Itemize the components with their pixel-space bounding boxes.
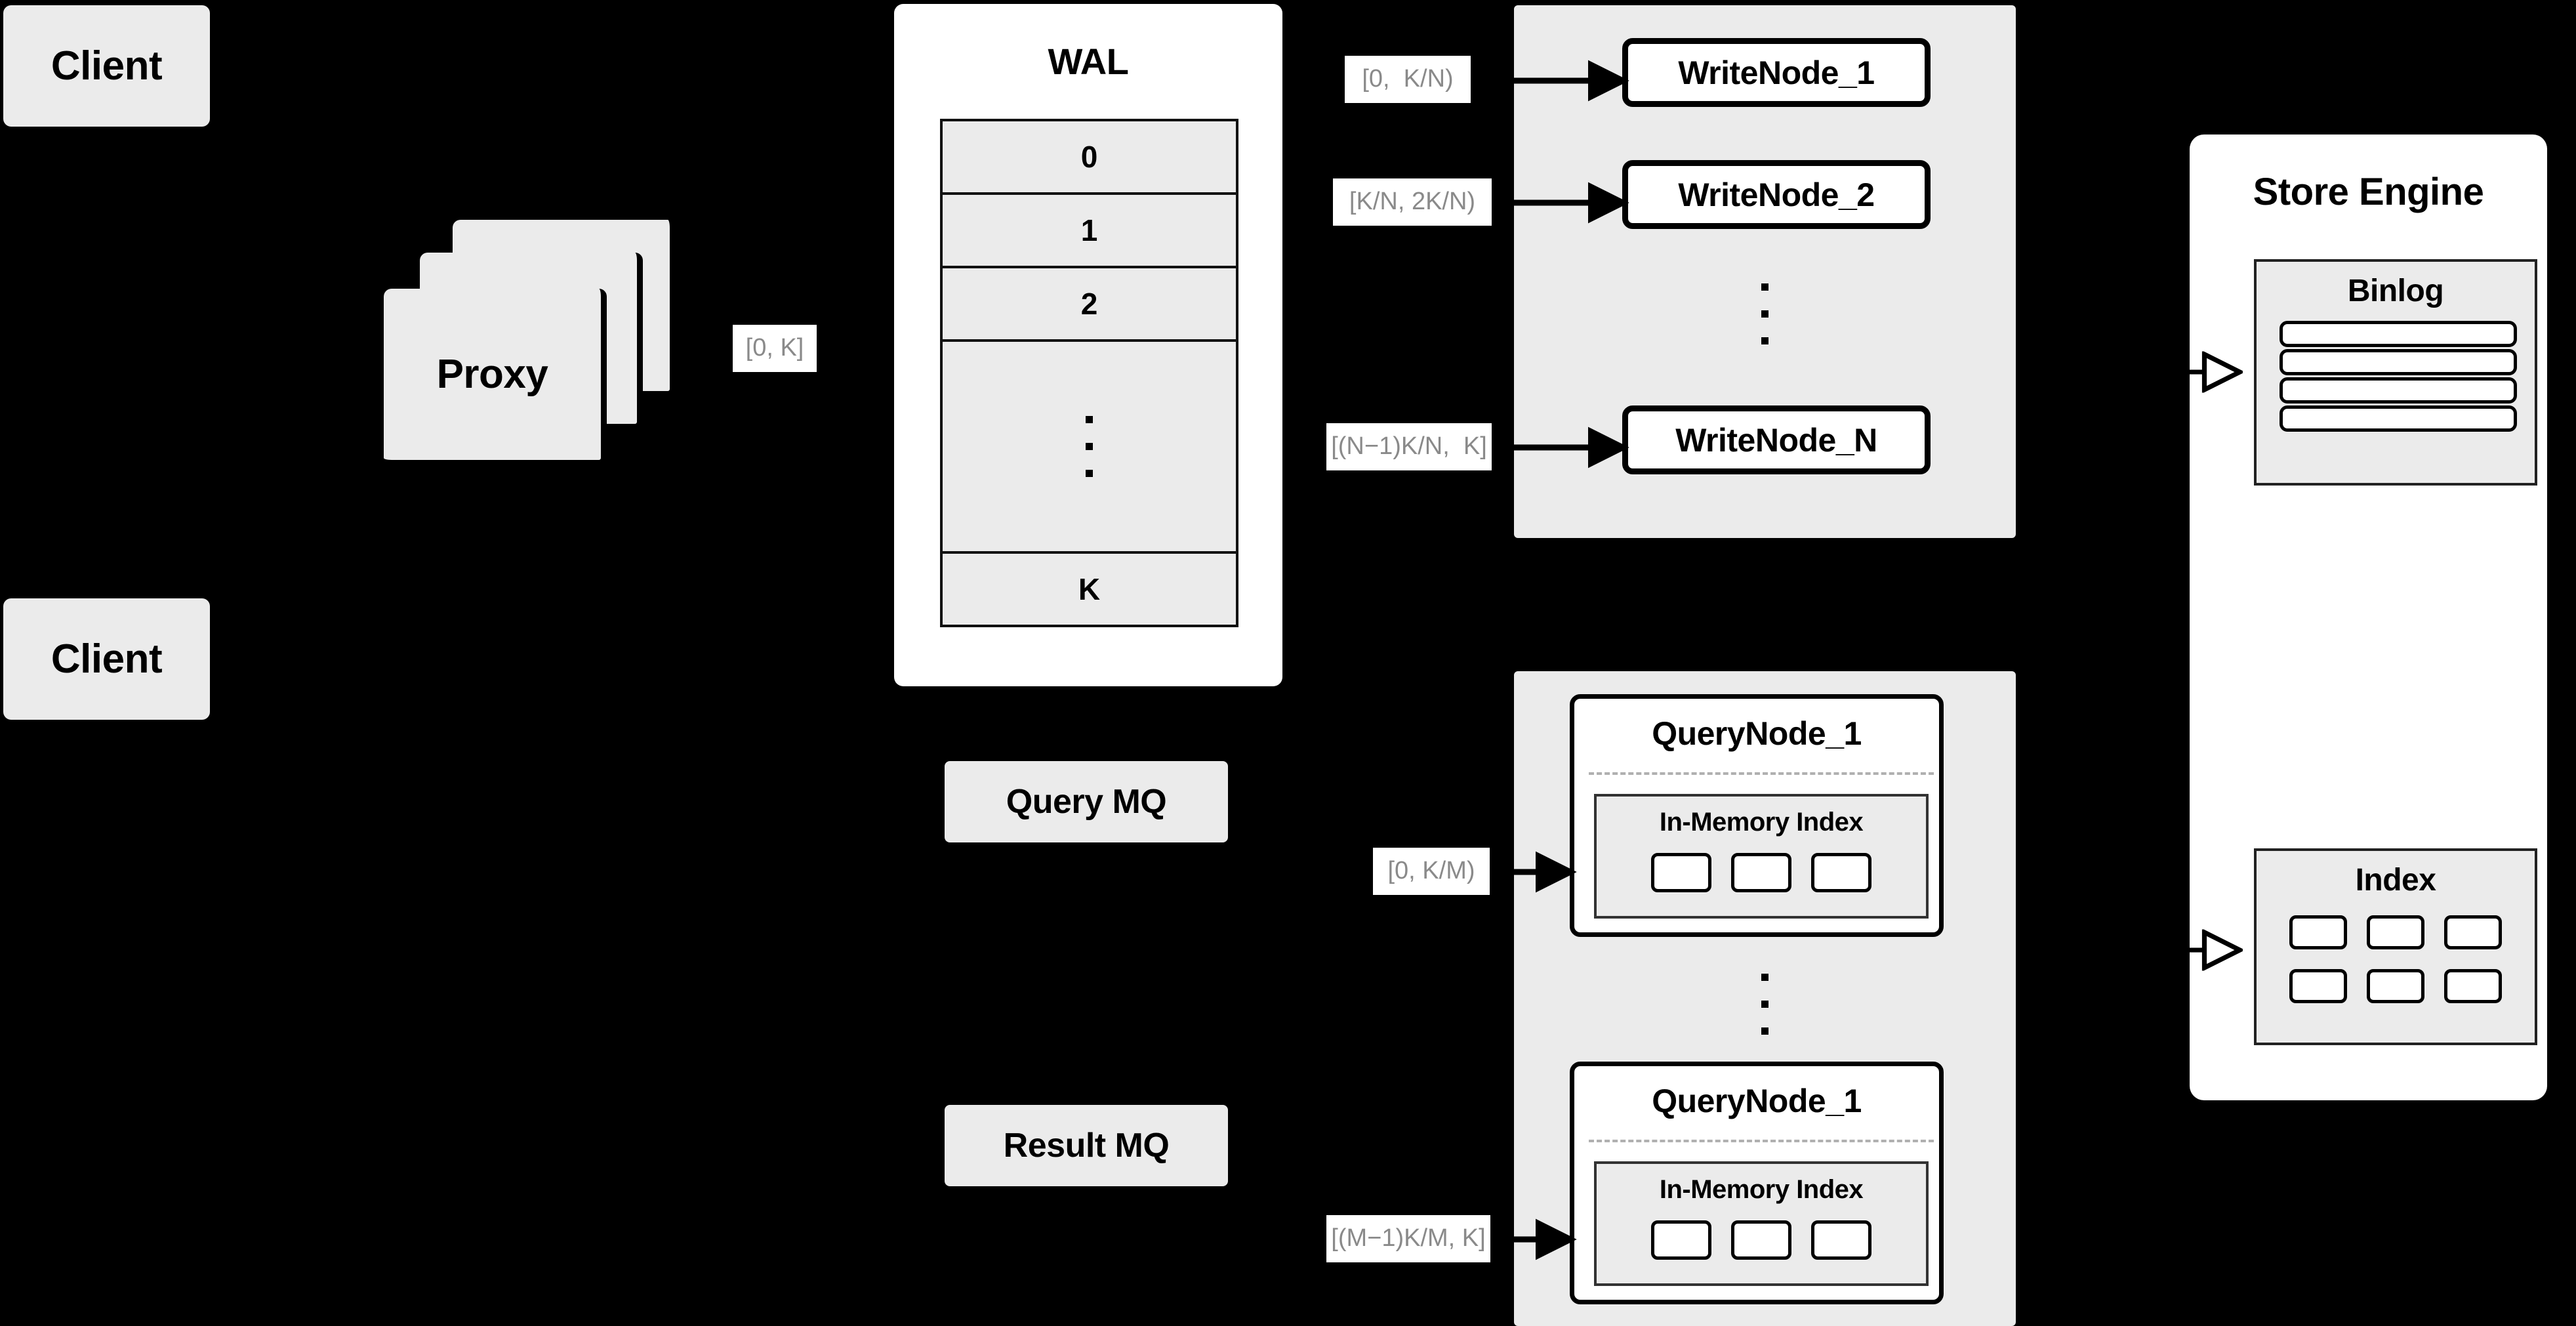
index-title: Index: [2355, 862, 2436, 898]
write-cluster-ellipsis-icon: [1514, 268, 2016, 360]
query-node-label: QueryNode_1: [1652, 1083, 1862, 1119]
query-cluster-ellipsis-icon: [1514, 960, 2016, 1048]
in-memory-index-panel: In-Memory Index: [1594, 1161, 1929, 1286]
in-memory-index-title: In-Memory Index: [1659, 1174, 1864, 1204]
query-node-label: QueryNode_1: [1652, 715, 1862, 752]
index-cell[interactable]: [1731, 1220, 1791, 1260]
write-node-label: WriteNode_2: [1678, 176, 1875, 213]
wal-title: WAL: [1048, 40, 1129, 82]
index-cell[interactable]: [1811, 853, 1871, 892]
proxy-box[interactable]: Proxy: [384, 289, 607, 466]
write-node-label: WriteNode_1: [1678, 54, 1875, 91]
range-label-write-node-n: [(N−1)K/N, K]: [1326, 423, 1492, 470]
index-cell-row: [2257, 969, 2535, 1003]
client-box-1[interactable]: Client: [3, 5, 210, 127]
binlog-row[interactable]: [2280, 377, 2517, 404]
index-cell[interactable]: [2367, 915, 2424, 949]
index-cell[interactable]: [2444, 915, 2502, 949]
binlog-row[interactable]: [2280, 349, 2517, 375]
store-engine-panel: Store Engine Binlog Index: [2190, 135, 2547, 1100]
query-node-divider: [1589, 772, 1934, 775]
vertical-ellipsis-icon: [1086, 416, 1093, 477]
index-cell[interactable]: [1811, 1220, 1871, 1260]
write-node-2[interactable]: WriteNode_2: [1622, 160, 1931, 229]
range-label-query-node-1: [0, K/M): [1373, 848, 1490, 895]
write-node-n[interactable]: WriteNode_N: [1622, 405, 1931, 474]
range-label-query-node-m: [(M−1)K/M, K]: [1326, 1215, 1490, 1262]
query-node-1[interactable]: QueryNode_1 In-Memory Index: [1570, 694, 1944, 937]
write-node-cluster: WriteNode_1 WriteNode_2 WriteNode_N: [1514, 5, 2016, 538]
query-mq-box[interactable]: Query MQ: [945, 761, 1228, 842]
index-cell-row: [2257, 915, 2535, 949]
query-node-m[interactable]: QueryNode_1 In-Memory Index: [1570, 1062, 1944, 1304]
binlog-title: Binlog: [2347, 273, 2444, 308]
wal-row[interactable]: 2: [943, 268, 1236, 342]
index-cell[interactable]: [1731, 853, 1791, 892]
client-box-2[interactable]: Client: [3, 598, 210, 720]
wal-row[interactable]: 1: [943, 195, 1236, 268]
range-label-write-node-1: [0, K/N): [1345, 56, 1471, 103]
result-mq-box[interactable]: Result MQ: [945, 1105, 1228, 1186]
client-label: Client: [51, 43, 163, 89]
binlog-row[interactable]: [2280, 405, 2517, 432]
write-node-1[interactable]: WriteNode_1: [1622, 38, 1931, 107]
client-label: Client: [51, 636, 163, 682]
binlog-panel: Binlog: [2254, 259, 2537, 486]
write-node-label: WriteNode_N: [1675, 421, 1877, 459]
in-memory-index-cells: [1597, 853, 1926, 892]
proxy-label: Proxy: [436, 352, 548, 397]
wal-row-ellipsis: [943, 342, 1236, 554]
wal-row[interactable]: K: [943, 554, 1236, 625]
wal-row[interactable]: 0: [943, 121, 1236, 195]
query-mq-label: Query MQ: [1006, 783, 1167, 821]
index-panel: Index: [2254, 848, 2537, 1045]
result-mq-label: Result MQ: [1003, 1127, 1170, 1165]
wal-panel: WAL 0 1 2 K: [894, 4, 1282, 686]
index-cell[interactable]: [1651, 853, 1711, 892]
index-cell[interactable]: [2444, 969, 2502, 1003]
index-cell[interactable]: [2367, 969, 2424, 1003]
in-memory-index-title: In-Memory Index: [1659, 807, 1864, 837]
range-label-proxy-out: [0, K]: [733, 325, 817, 372]
store-engine-title: Store Engine: [2253, 170, 2484, 213]
query-node-cluster: QueryNode_1 In-Memory Index QueryNode_1: [1514, 671, 2016, 1326]
index-cell[interactable]: [2289, 915, 2347, 949]
range-label-write-node-2: [K/N, 2K/N): [1333, 178, 1492, 226]
index-cell[interactable]: [2289, 969, 2347, 1003]
index-cell[interactable]: [1651, 1220, 1711, 1260]
in-memory-index-panel: In-Memory Index: [1594, 794, 1929, 919]
in-memory-index-cells: [1597, 1220, 1926, 1260]
wal-table: 0 1 2 K: [940, 119, 1238, 627]
query-node-divider: [1589, 1140, 1934, 1142]
binlog-row[interactable]: [2280, 321, 2517, 347]
